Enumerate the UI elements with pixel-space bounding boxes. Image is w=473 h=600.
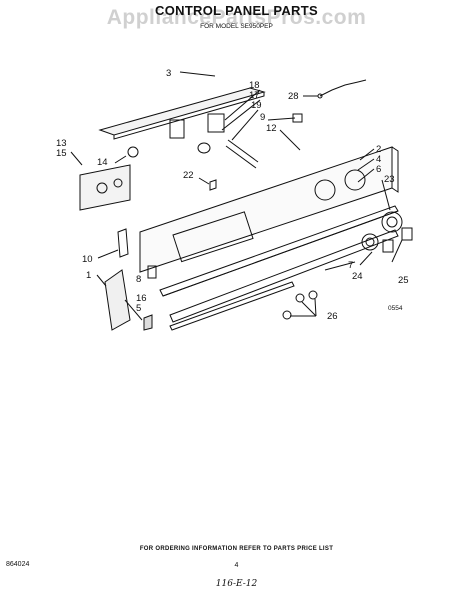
callout-13: 13 (56, 138, 67, 149)
callout-6: 6 (376, 164, 381, 175)
callout-1: 1 (86, 270, 91, 281)
callout-14: 14 (97, 157, 108, 168)
callout-16: 16 (136, 293, 147, 304)
callout-28: 28 (288, 91, 299, 102)
callout-22: 22 (183, 170, 194, 181)
model-subtitle: FOR MODEL SE950PEP (200, 23, 273, 30)
callout-23: 23 (384, 174, 395, 185)
callout-7: 7 (348, 260, 353, 271)
drawing-lines (70, 71, 413, 331)
watermark-text: AppliancePartsPros.com (106, 6, 367, 29)
callout-12: 12 (266, 123, 277, 134)
callout-25: 25 (398, 275, 409, 286)
callout-4: 4 (376, 154, 381, 165)
diagram-code: 0554 (388, 305, 403, 312)
callout-18: 18 (249, 80, 260, 91)
callout-10: 10 (82, 254, 93, 265)
callout-19: 19 (251, 100, 262, 111)
form-number: 864024 (6, 561, 30, 568)
callout-8: 8 (136, 274, 141, 285)
callout-15: 15 (56, 148, 67, 159)
handwritten-note: 116-E-12 (215, 579, 258, 589)
ordering-note: FOR ORDERING INFORMATION REFER TO PARTS … (139, 546, 334, 552)
callout-5: 5 (136, 303, 141, 314)
callout-17: 17 (249, 90, 260, 101)
callout-9: 9 (260, 112, 265, 123)
callout-3: 3 (166, 68, 171, 79)
callout-24: 24 (352, 271, 363, 282)
page-title: CONTROL PANEL PARTS (155, 3, 318, 18)
page-number: 4 (234, 562, 239, 569)
callout-26: 26 (327, 311, 338, 322)
callout-2: 2 (376, 144, 381, 155)
callout-labels: 3 18 17 19 9 12 28 2 4 6 23 22 14 13 15 … (56, 68, 409, 322)
